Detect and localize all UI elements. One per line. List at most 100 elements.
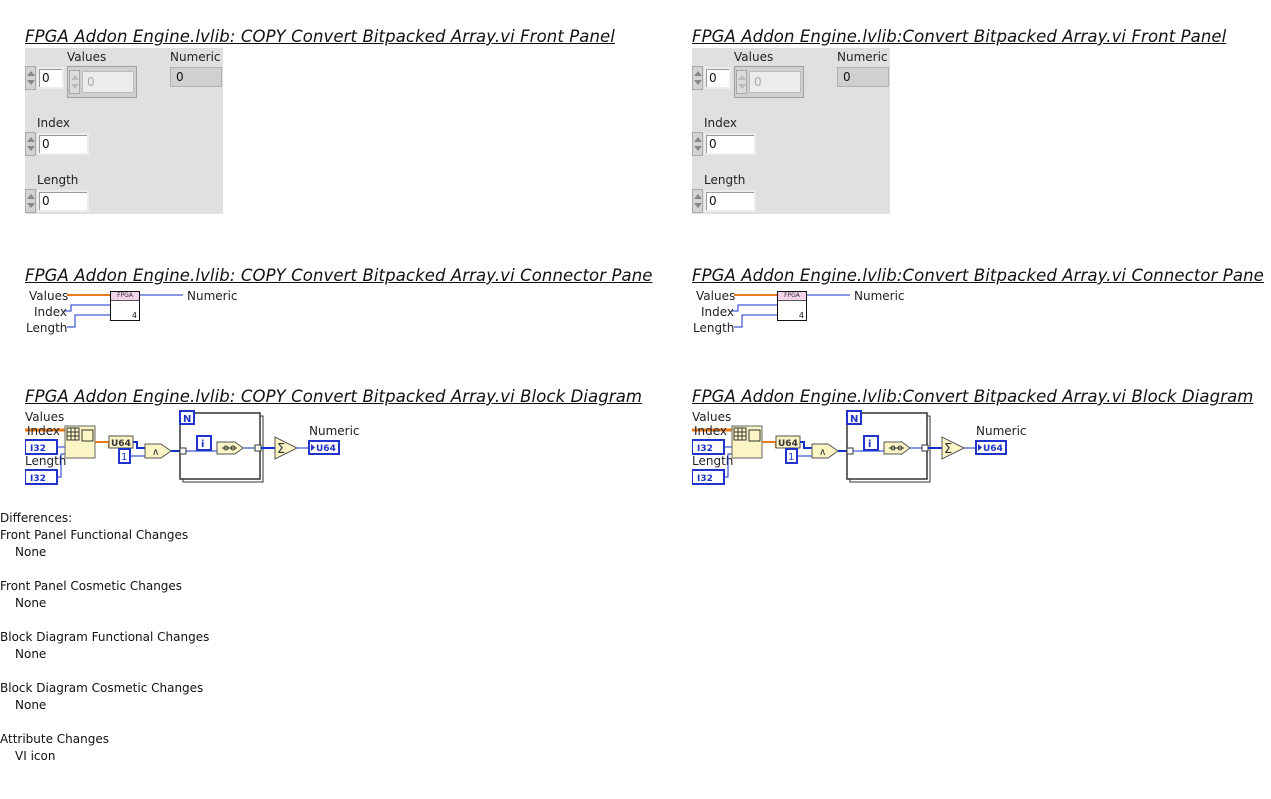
- bd-numeric-label: Numeric: [309, 424, 360, 438]
- array-index-field[interactable]: 0: [704, 67, 731, 89]
- array-index-field[interactable]: 0: [37, 67, 64, 89]
- element-spinner[interactable]: [69, 70, 80, 94]
- array-index-spinner[interactable]: [692, 66, 703, 90]
- left-block-diagram-title: FPGA Addon Engine.lvlib: COPY Convert Bi…: [25, 387, 643, 406]
- index-field[interactable]: 0: [37, 133, 89, 155]
- bd-values-label: Values: [25, 410, 64, 424]
- loop-count-text: N: [850, 414, 858, 425]
- bd-numeric-terminal-text: U64: [316, 444, 336, 454]
- values-element-field[interactable]: 0: [749, 71, 801, 93]
- constant-one-text: 1: [121, 452, 127, 463]
- right-block-diagram-title: FPGA Addon Engine.lvlib:Convert Bitpacke…: [692, 387, 1254, 406]
- index-spinner[interactable]: [692, 132, 703, 156]
- array-index-spinner[interactable]: [25, 66, 36, 90]
- array-subset-node[interactable]: [64, 425, 96, 459]
- constant-one-text: 1: [788, 452, 794, 463]
- index-spinner[interactable]: [25, 132, 36, 156]
- increment-arrow-icon[interactable]: [71, 75, 79, 80]
- sum-node[interactable]: [274, 436, 299, 460]
- length-label: Length: [37, 173, 79, 187]
- diff-value: None: [15, 596, 47, 610]
- cp-index-label: Index: [701, 305, 735, 319]
- differences-title: Differences:: [0, 511, 73, 525]
- cp-vi-icon: FPGA 4: [777, 291, 807, 321]
- cp-wires: [732, 294, 850, 328]
- increment-arrow-icon[interactable]: [27, 71, 35, 76]
- decrement-arrow-icon[interactable]: [27, 80, 35, 85]
- bd-index-label: Index: [694, 424, 727, 438]
- cp-length-label: Length: [693, 321, 735, 335]
- left-connector-pane-title: FPGA Addon Engine.lvlib: COPY Convert Bi…: [25, 266, 653, 285]
- decrement-arrow-icon[interactable]: [694, 203, 702, 208]
- cp-length-label: Length: [26, 321, 68, 335]
- cp-wires: [65, 294, 183, 328]
- bd-index-label: Index: [27, 424, 60, 438]
- bd-numeric-terminal[interactable]: [975, 440, 1007, 455]
- decrement-arrow-icon[interactable]: [27, 203, 35, 208]
- bd-numeric-label: Numeric: [976, 424, 1027, 438]
- bd-index-terminal-text: I32: [697, 444, 713, 454]
- cp-numeric-label: Numeric: [854, 289, 905, 303]
- right-block-diagram: Values Index I32 Length I32 U64 1 ∧ N i: [691, 408, 1032, 488]
- element-spinner[interactable]: [736, 70, 747, 94]
- bd-diagram: Values Index I32 Length I32 U64 1 ∧ N i: [24, 410, 360, 485]
- bd-length-label: Length: [692, 454, 733, 468]
- differences-report: Differences: Front Panel Functional Chan…: [0, 510, 209, 765]
- increment-arrow-icon[interactable]: [694, 194, 702, 199]
- iteration-terminal[interactable]: [196, 435, 212, 451]
- increment-arrow-icon[interactable]: [27, 194, 35, 199]
- decrement-arrow-icon[interactable]: [694, 80, 702, 85]
- and-symbol: ∧: [152, 447, 159, 458]
- left-block-diagram: Values Index I32 Length I32 U64 1 ∧ N i: [24, 408, 365, 488]
- numeric-indicator: 0: [837, 67, 889, 87]
- numeric-label: Numeric: [170, 50, 221, 64]
- bd-numeric-terminal[interactable]: [308, 440, 340, 455]
- increment-arrow-icon[interactable]: [694, 137, 702, 142]
- bd-index-terminal-text: I32: [30, 444, 46, 454]
- cp-values-label: Values: [696, 289, 736, 303]
- sum-node[interactable]: [941, 436, 966, 460]
- shift-and-node[interactable]: [144, 443, 172, 459]
- index-field[interactable]: 0: [704, 133, 756, 155]
- right-front-panel-title: FPGA Addon Engine.lvlib:Convert Bitpacke…: [692, 27, 1227, 46]
- left-front-panel: Values Numeric 0 0 0 Index 0 Length 0: [25, 48, 223, 214]
- sum-symbol: Σ: [277, 442, 285, 457]
- bd-length-label: Length: [25, 454, 66, 468]
- right-front-panel: Values Numeric 0 0 0 Index 0 Length 0: [692, 48, 890, 214]
- cp-icon-text: FPGA: [111, 292, 139, 301]
- values-label: Values: [67, 50, 107, 64]
- left-connector-pane: Values Index Length FPGA 4 Numeric: [25, 287, 265, 337]
- bd-length-terminal-text: I32: [30, 474, 46, 484]
- shift-and-node[interactable]: [811, 443, 839, 459]
- decrement-arrow-icon[interactable]: [27, 146, 35, 151]
- increment-arrow-icon[interactable]: [738, 75, 746, 80]
- length-spinner[interactable]: [25, 189, 36, 213]
- cp-values-label: Values: [29, 289, 69, 303]
- diff-value: None: [15, 698, 47, 712]
- length-label: Length: [704, 173, 746, 187]
- values-element-field[interactable]: 0: [82, 71, 134, 93]
- diff-value: VI icon: [15, 749, 56, 763]
- cp-icon-text: FPGA: [778, 292, 806, 301]
- increment-arrow-icon[interactable]: [694, 71, 702, 76]
- length-spinner[interactable]: [692, 189, 703, 213]
- values-array-control: 0: [67, 66, 137, 98]
- diff-heading: Block Diagram Functional Changes: [0, 630, 210, 644]
- decrement-arrow-icon[interactable]: [738, 84, 746, 89]
- values-array-control: 0: [734, 66, 804, 98]
- array-subset-node[interactable]: [731, 425, 763, 459]
- length-field[interactable]: 0: [37, 190, 89, 212]
- diff-heading: Front Panel Cosmetic Changes: [0, 579, 183, 593]
- diff-value: None: [15, 647, 47, 661]
- loop-count-terminal[interactable]: [179, 410, 195, 425]
- loop-count-terminal[interactable]: [846, 410, 862, 425]
- iteration-terminal[interactable]: [863, 435, 879, 451]
- right-connector-pane: Values Index Length FPGA 4 Numeric: [692, 287, 932, 337]
- left-front-panel-title: FPGA Addon Engine.lvlib: COPY Convert Bi…: [25, 27, 615, 46]
- increment-arrow-icon[interactable]: [27, 137, 35, 142]
- decrement-arrow-icon[interactable]: [71, 84, 79, 89]
- decrement-arrow-icon[interactable]: [694, 146, 702, 151]
- diff-heading: Block Diagram Cosmetic Changes: [0, 681, 204, 695]
- length-field[interactable]: 0: [704, 190, 756, 212]
- and-symbol: ∧: [819, 447, 826, 458]
